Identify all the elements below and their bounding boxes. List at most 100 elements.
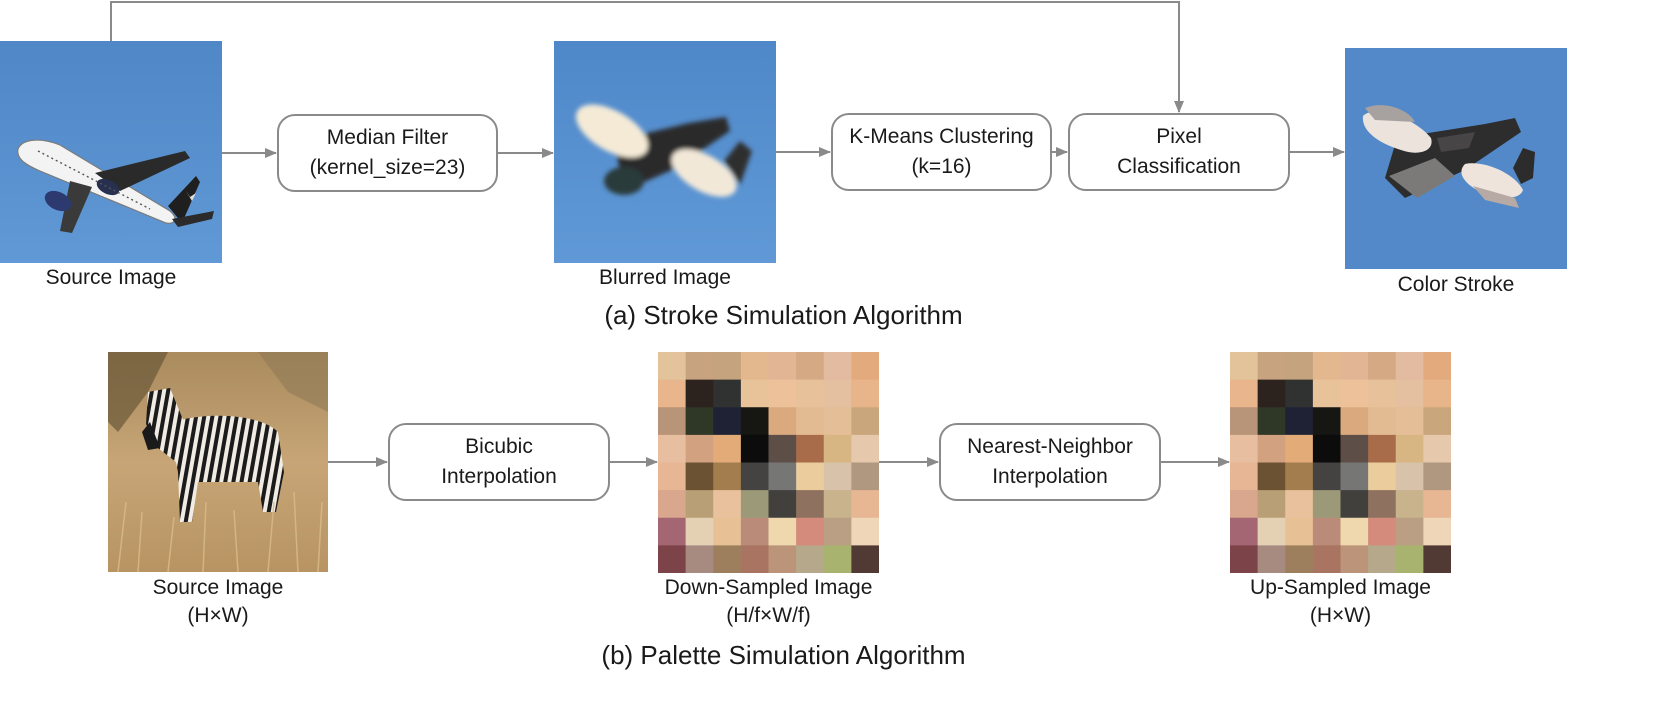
grid-cell [796, 490, 825, 519]
grid-cell [1230, 379, 1259, 408]
nearest-neighbor-line1: Nearest-Neighbor [967, 435, 1133, 458]
grid-cell [851, 490, 879, 519]
grid-cell [1423, 434, 1451, 464]
grid-cell [768, 407, 797, 436]
grid-cell [796, 517, 825, 546]
median-filter-param: (kernel_size=23) [309, 156, 466, 179]
grid-cell [1257, 517, 1286, 546]
grid-cell [1312, 490, 1342, 519]
grid-cell [796, 434, 825, 464]
grid-cell [1340, 517, 1369, 546]
grid-cell [740, 407, 770, 436]
grid-cell [740, 545, 770, 573]
kmeans-param: (k=16) [911, 155, 972, 178]
grid-cell [1312, 545, 1342, 573]
grid-cell [658, 407, 687, 436]
grid-cell [1312, 517, 1342, 546]
grid-cell [1395, 352, 1424, 381]
grid-cell [1257, 379, 1286, 408]
grid-cell [1340, 462, 1369, 491]
grid-cell [1423, 462, 1451, 491]
grid-cell [768, 379, 797, 408]
grid-cell [1368, 434, 1397, 464]
upsampled-grid [1230, 352, 1451, 573]
grid-cell [1230, 352, 1259, 381]
grid-cell [1230, 517, 1259, 546]
grid-cell [685, 434, 714, 464]
grid-cell [685, 407, 714, 436]
grid-cell [1395, 517, 1424, 546]
grid-cell [658, 434, 687, 464]
grid-cell [823, 434, 852, 464]
grid-cell [768, 517, 797, 546]
grid-cell [1395, 490, 1424, 519]
grid-cell [1230, 434, 1259, 464]
grid-cell [713, 407, 742, 436]
grid-cell [740, 352, 770, 381]
grid-cell [1423, 379, 1451, 408]
grid-cell [1285, 490, 1314, 519]
grid-cell [713, 545, 742, 573]
grid-cell [1340, 352, 1369, 381]
grid-cell [1395, 545, 1424, 573]
grid-cell [1340, 379, 1369, 408]
grid-cell [713, 462, 742, 491]
grid-cell [685, 352, 714, 381]
grid-cell [851, 434, 879, 464]
downsampled-pixel-grid [658, 352, 879, 573]
grid-cell [713, 517, 742, 546]
blurred-image [554, 41, 776, 263]
blurred-image-label: Blurred Image [599, 266, 731, 289]
grid-cell [685, 545, 714, 573]
grid-cell [1312, 434, 1342, 464]
grid-cell [1230, 545, 1259, 573]
source-zebra-image [108, 352, 328, 572]
grid-cell [796, 379, 825, 408]
grid-cell [1257, 490, 1286, 519]
grid-cell [823, 379, 852, 408]
grid-cell [1340, 434, 1369, 464]
grid-cell [658, 517, 687, 546]
upsampled-dims: (H×W) [1309, 604, 1372, 627]
grid-cell [1340, 545, 1369, 573]
grid-cell [658, 545, 687, 573]
color-stroke-image [1345, 48, 1567, 269]
pixel-classification-box: Pixel Classification [1068, 113, 1290, 191]
grid-cell [658, 379, 687, 408]
palette-source-label: Source Image (H×W) [108, 574, 328, 630]
grid-cell [1395, 379, 1424, 408]
palette-caption: (b) Palette Simulation Algorithm [601, 640, 966, 670]
grid-cell [1368, 352, 1397, 381]
grid-cell [768, 352, 797, 381]
grid-cell [1423, 407, 1451, 436]
grid-cell [1312, 462, 1342, 491]
stroke-caption: (a) Stroke Simulation Algorithm [604, 300, 963, 330]
downsampled-grid [658, 352, 879, 573]
grid-cell [713, 434, 742, 464]
grid-cell [1285, 434, 1314, 464]
color-stroke-label: Color Stroke [1397, 273, 1515, 296]
median-filter-title: Median Filter [326, 126, 449, 149]
color-stroke-airplane-icon [1345, 48, 1567, 269]
upsampled-pixel-grid [1230, 352, 1451, 573]
grid-cell [1395, 434, 1424, 464]
source-airplane-image [0, 41, 222, 263]
grid-cell [713, 490, 742, 519]
grid-cell [1368, 545, 1397, 573]
grid-cell [823, 517, 852, 546]
downsampled-title: Down-Sampled Image [664, 576, 873, 599]
grid-cell [823, 407, 852, 436]
grid-cell [851, 352, 879, 381]
airplane-photo-icon [0, 41, 222, 263]
grid-cell [796, 545, 825, 573]
grid-cell [1395, 407, 1424, 436]
median-filter-box: Median Filter (kernel_size=23) [277, 114, 498, 192]
grid-cell [1285, 407, 1314, 436]
grid-cell [1423, 517, 1451, 546]
grid-cell [1368, 490, 1397, 519]
grid-cell [1257, 545, 1286, 573]
grid-cell [851, 462, 879, 491]
kmeans-title: K-Means Clustering [849, 125, 1034, 148]
grid-cell [1230, 490, 1259, 519]
